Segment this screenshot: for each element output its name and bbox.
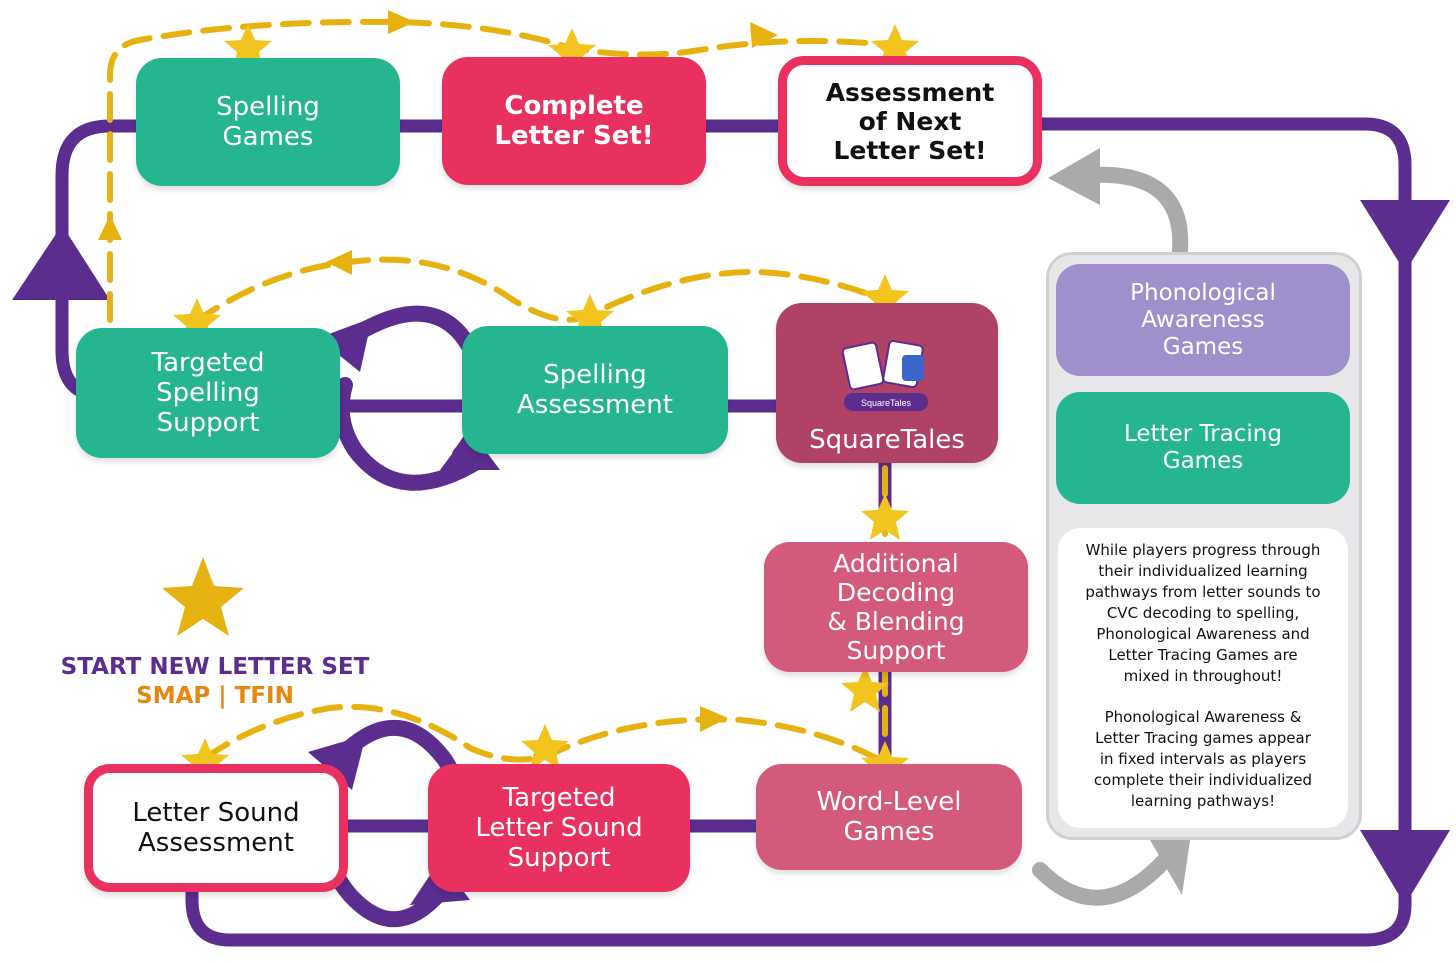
grey-cycle-arrows (1032, 166, 1189, 906)
phonological-awareness-games-card: Phonological Awareness Games (1056, 264, 1350, 376)
panel-note-paragraph-1: While players progress through their ind… (1085, 541, 1321, 685)
assessment-next-letter-set-node: Assessment of Next Letter Set! (778, 56, 1042, 186)
spelling-games-node: Spelling Games (136, 58, 400, 186)
arrow-down-right-top (1360, 200, 1450, 272)
additional-decoding-blending-node: Additional Decoding & Blending Support (764, 542, 1028, 672)
gold-arrow-heads (98, 10, 778, 732)
squaretales-logo-text: SquareTales (861, 398, 912, 408)
arrow-down-right-bottom (1360, 830, 1450, 905)
squaretales-logo-icon: SquareTales (841, 340, 928, 411)
targeted-spelling-support-node: Targeted Spelling Support (76, 328, 340, 458)
spelling-loop-heads (318, 318, 500, 470)
targeted-letter-sound-support-node: Targeted Letter Sound Support (428, 764, 690, 892)
gold-dashed-path (107, 18, 893, 763)
letter-sound-assessment-node: Letter Sound Assessment (84, 764, 348, 892)
arrow-up-left (12, 225, 110, 300)
legend-star-icon (162, 557, 244, 636)
legend-letter-set-codes: SMAP | TFIN (136, 683, 294, 709)
panel-note: While players progress through their ind… (1058, 528, 1348, 828)
grey-arrow-heads (1048, 148, 1190, 895)
letter-tracing-games-card: Letter Tracing Games (1056, 392, 1350, 504)
word-level-games-node: Word-Level Games (756, 764, 1022, 870)
legend-start-new-letter-set: START NEW LETTER SET (60, 654, 370, 680)
legend: START NEW LETTER SET SMAP | TFIN (50, 653, 380, 711)
complete-letter-set-node: Complete Letter Set! (442, 57, 706, 185)
squaretales-label: SquareTales (809, 425, 965, 455)
panel-note-paragraph-2: Phonological Awareness & Letter Tracing … (1093, 708, 1313, 810)
spelling-assessment-node: Spelling Assessment (462, 326, 728, 454)
loop-arrow-heads (12, 200, 1450, 905)
